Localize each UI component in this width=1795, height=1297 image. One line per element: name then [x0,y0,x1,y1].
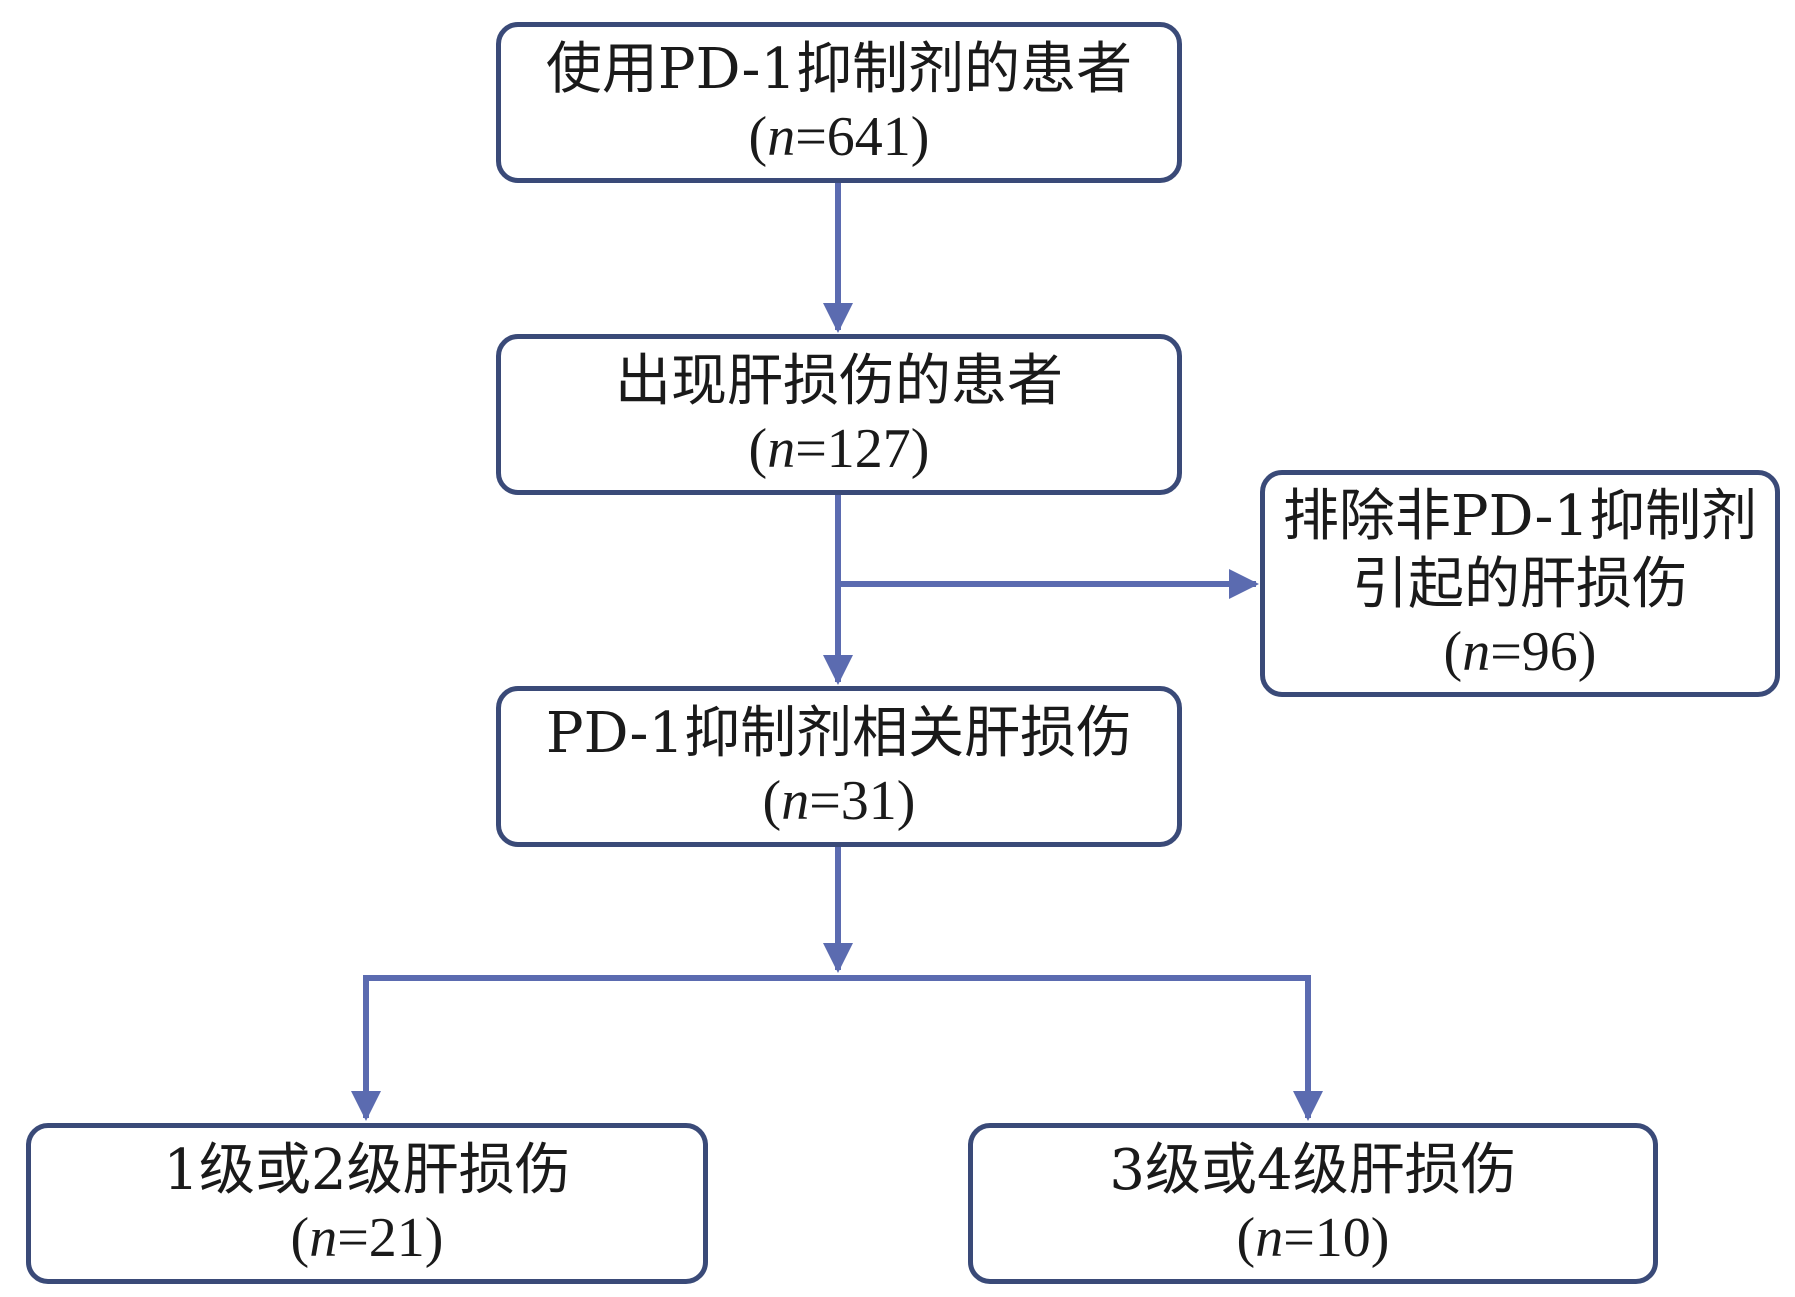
box-pd1-related-liver-injury: PD-1抑制剂相关肝损伤 (n=31) [496,686,1182,847]
box-excluded-label-line1: 排除非PD-1抑制剂 [1282,483,1758,549]
box-liver-injury-count: (n=127) [748,417,930,480]
box-excluded: 排除非PD-1抑制剂 引起的肝损伤 (n=96) [1260,470,1780,697]
split-horizontal-line [363,975,1311,1100]
box-grade-3-4-count: (n=10) [1236,1206,1390,1269]
box-total-count: (n=641) [748,105,930,168]
box-total-label: 使用PD-1抑制剂的患者 [545,36,1133,102]
box-excluded-count: (n=96) [1443,620,1597,683]
box-grade-3-4: 3级或4级肝损伤 (n=10) [968,1123,1658,1284]
box-grade-1-2-label: 1级或2级肝损伤 [163,1137,571,1203]
box-liver-injury-label: 出现肝损伤的患者 [615,348,1063,414]
box-grade-1-2-count: (n=21) [290,1206,444,1269]
box-pd1-related-label: PD-1抑制剂相关肝损伤 [545,700,1133,766]
box-liver-injury-patients: 出现肝损伤的患者 (n=127) [496,334,1182,495]
box-pd1-related-count: (n=31) [762,769,916,832]
box-grade-3-4-label: 3级或4级肝损伤 [1109,1137,1517,1203]
box-total-patients: 使用PD-1抑制剂的患者 (n=641) [496,22,1182,183]
box-grade-1-2: 1级或2级肝损伤 (n=21) [26,1123,708,1284]
box-excluded-label-line2: 引起的肝损伤 [1352,551,1688,617]
